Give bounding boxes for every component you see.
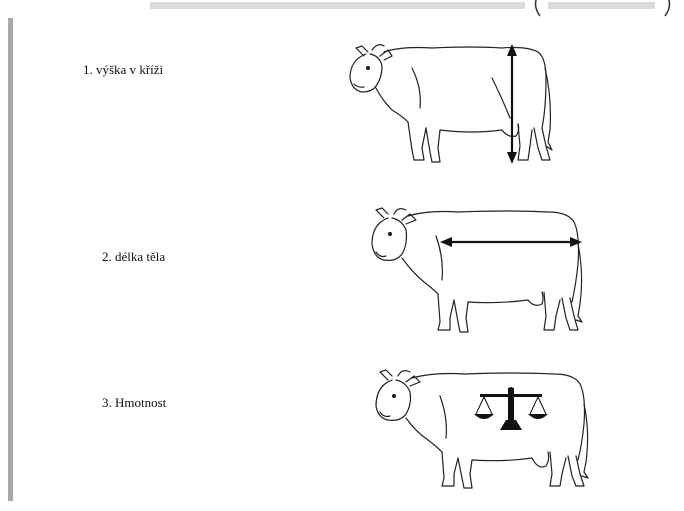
label-body-length: 2. délka těla: [102, 249, 165, 265]
left-border-bar: [8, 18, 13, 501]
label-height-at-withers: 1. výška v kříži: [83, 62, 163, 78]
cow-illustration-length: [368, 204, 588, 344]
label-weight: 3. Hmotnost: [102, 395, 166, 411]
balance-scale-icon: [474, 387, 548, 430]
cow-illustration-weight: [374, 366, 594, 496]
cropped-text-fragment: [0, 0, 684, 20]
vertical-arrow-icon: [507, 44, 517, 164]
horizontal-arrow-icon: [440, 237, 582, 247]
cow-illustration-height: [342, 38, 562, 168]
